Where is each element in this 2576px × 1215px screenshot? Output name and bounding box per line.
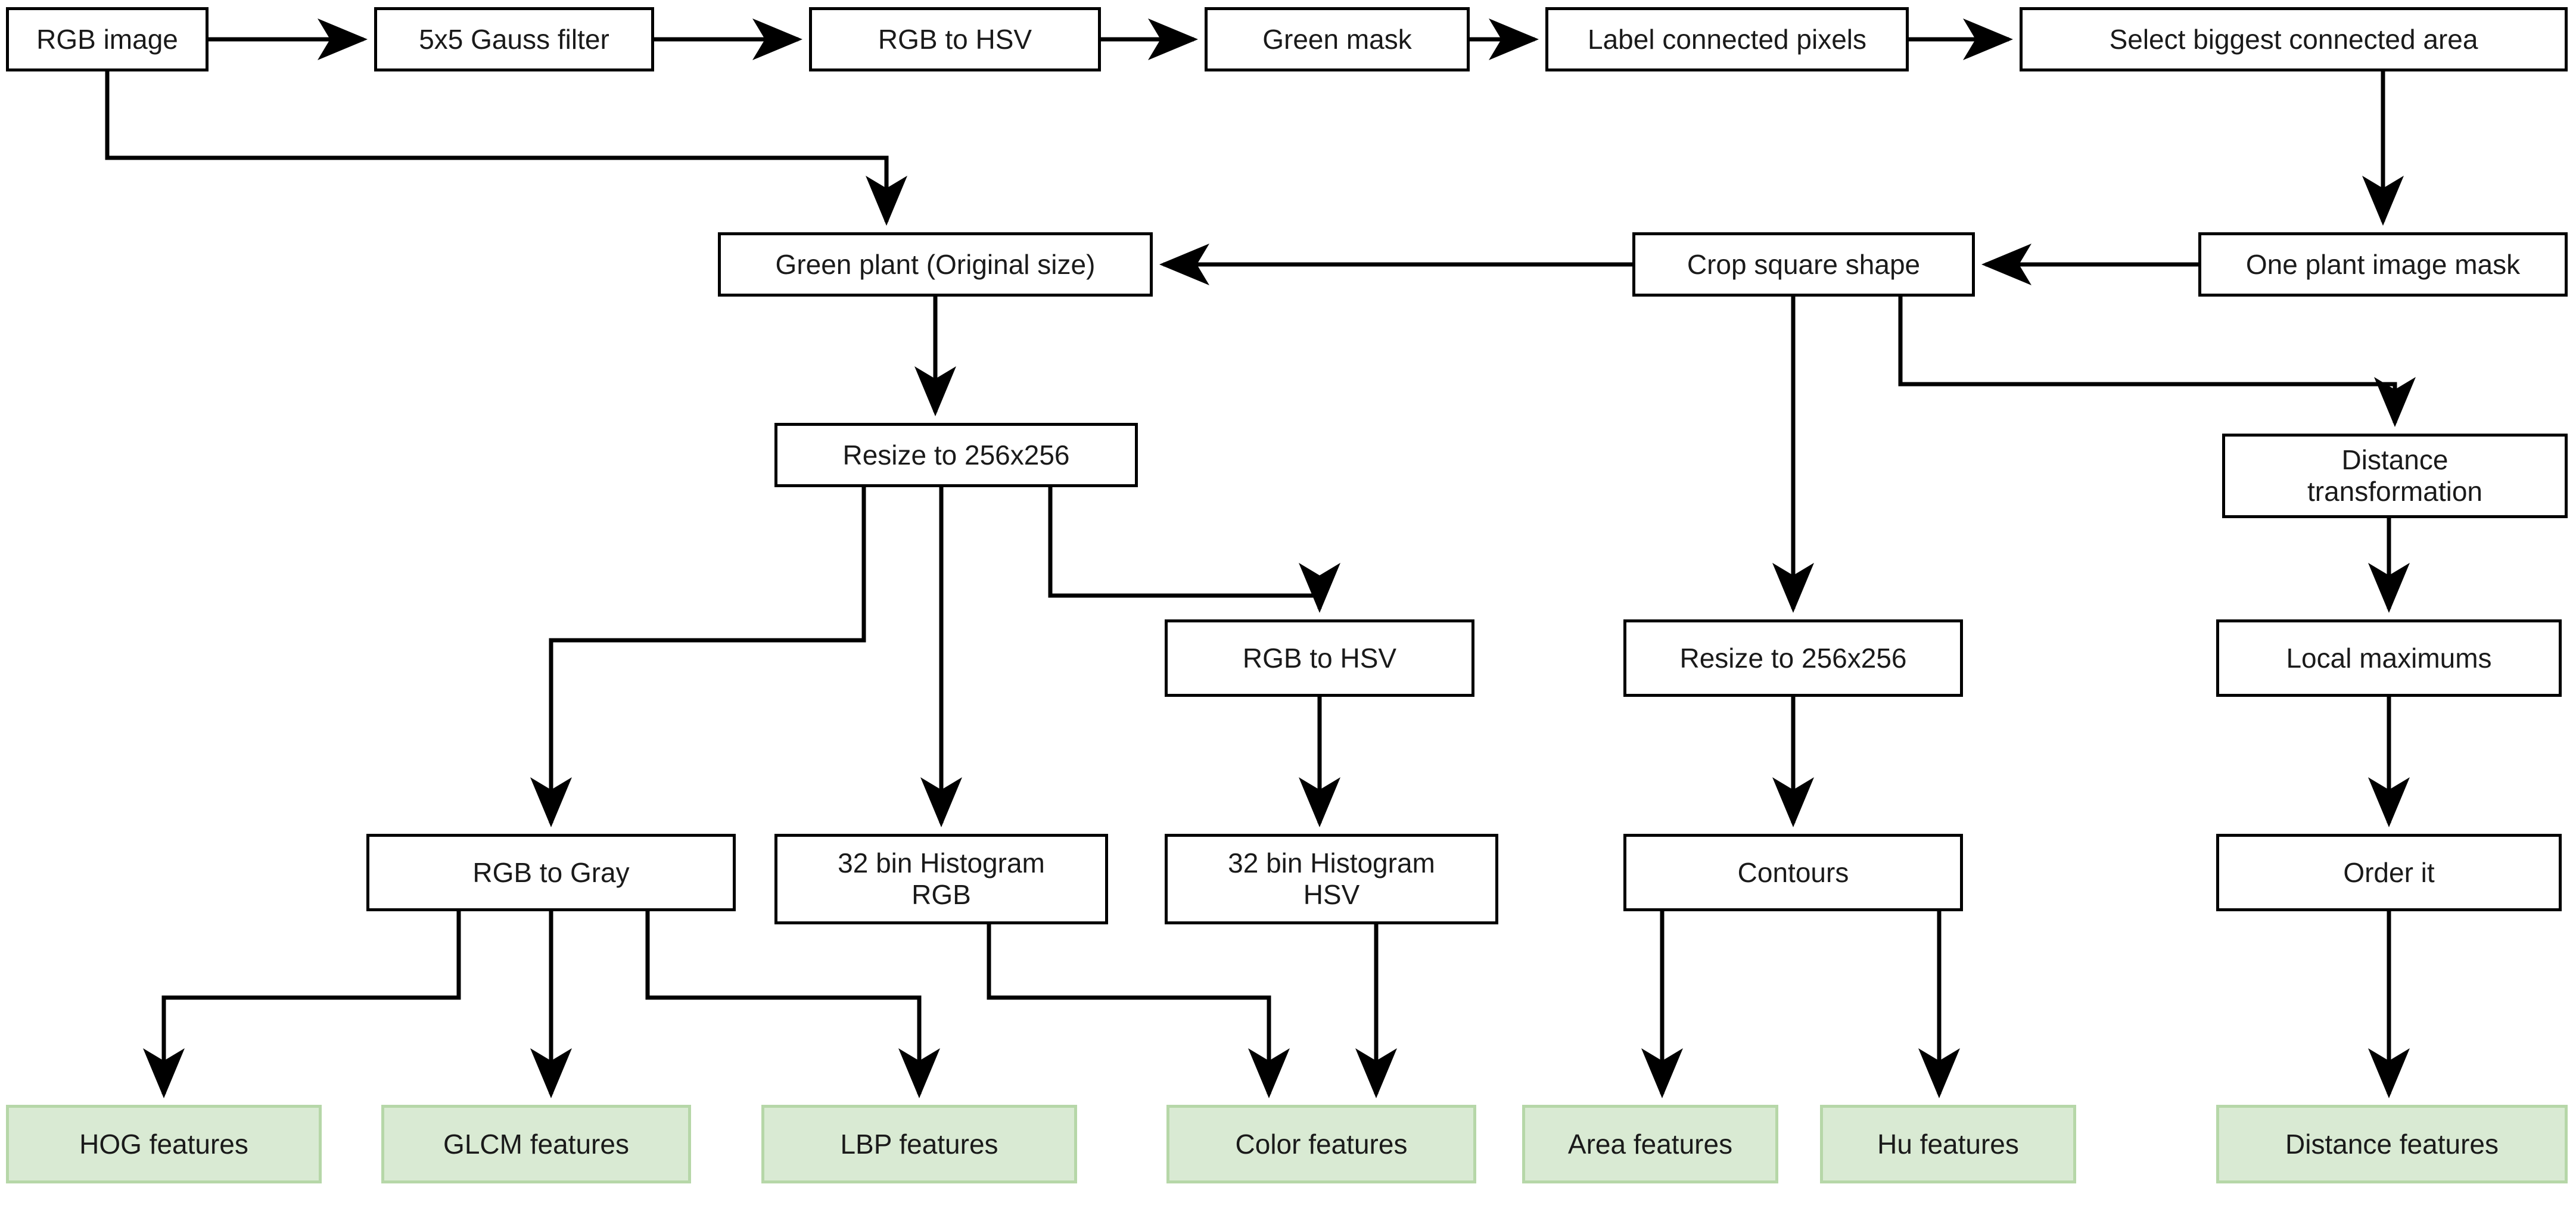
- node-rgb-to-hsv-top[interactable]: RGB to HSV: [809, 7, 1101, 71]
- node-label: RGB to HSV: [878, 23, 1032, 55]
- node-select-biggest-connected-area[interactable]: Select biggest connected area: [2020, 7, 2568, 71]
- node-local-maximums[interactable]: Local maximums: [2216, 619, 2562, 697]
- node-distance-transformation[interactable]: Distance transformation: [2222, 434, 2568, 518]
- node-lbp-features[interactable]: LBP features: [761, 1105, 1077, 1183]
- node-label: Crop square shape: [1687, 248, 1921, 280]
- node-label: RGB to HSV: [1242, 642, 1397, 674]
- node-area-features[interactable]: Area features: [1522, 1105, 1778, 1183]
- node-label: GLCM features: [443, 1128, 629, 1160]
- node-label: Select biggest connected area: [2109, 23, 2478, 55]
- node-rgb-to-hsv-mid[interactable]: RGB to HSV: [1165, 619, 1474, 697]
- node-histogram-hsv[interactable]: 32 bin Histogram HSV: [1165, 834, 1498, 924]
- node-order-it[interactable]: Order it: [2216, 834, 2562, 911]
- node-hu-features[interactable]: Hu features: [1820, 1105, 2076, 1183]
- node-label: Distance features: [2285, 1128, 2499, 1160]
- node-rgb-to-gray[interactable]: RGB to Gray: [366, 834, 736, 911]
- node-label: Distance transformation: [2307, 444, 2482, 507]
- node-label: LBP features: [840, 1128, 998, 1160]
- node-label: Label connected pixels: [1588, 23, 1866, 55]
- node-contours[interactable]: Contours: [1623, 834, 1963, 911]
- node-label: 5x5 Gauss filter: [419, 23, 609, 55]
- node-resize-crop[interactable]: Resize to 256x256: [1623, 619, 1963, 697]
- node-label: Resize to 256x256: [1679, 642, 1907, 674]
- node-label: Color features: [1235, 1128, 1408, 1160]
- node-color-features[interactable]: Color features: [1166, 1105, 1476, 1183]
- node-label-connected-pixels[interactable]: Label connected pixels: [1545, 7, 1909, 71]
- edge-resize-main-to-rgb2gray: [530, 487, 866, 827]
- node-label: One plant image mask: [2245, 248, 2521, 280]
- edge-crop-square-to-distance-transformation: [1898, 297, 2416, 427]
- node-distance-features[interactable]: Distance features: [2216, 1105, 2568, 1183]
- node-label: Resize to 256x256: [842, 439, 1070, 471]
- node-label: Green plant (Original size): [775, 248, 1096, 280]
- edge-rgb2gray-to-hog: [143, 911, 461, 1098]
- node-label: 32 bin Histogram HSV: [1228, 848, 1435, 910]
- node-label: Local maximums: [2286, 642, 2492, 674]
- node-gauss-filter[interactable]: 5x5 Gauss filter: [374, 7, 654, 71]
- node-label: 32 bin Histogram RGB: [838, 848, 1045, 910]
- node-green-plant-original-size[interactable]: Green plant (Original size): [718, 232, 1153, 297]
- node-hog-features[interactable]: HOG features: [6, 1105, 322, 1183]
- node-crop-square-shape[interactable]: Crop square shape: [1632, 232, 1975, 297]
- node-glcm-features[interactable]: GLCM features: [381, 1105, 691, 1183]
- node-one-plant-image-mask[interactable]: One plant image mask: [2198, 232, 2568, 297]
- edge-resize-main-to-rgb2hsv-mid: [1048, 487, 1340, 613]
- node-label: Hu features: [1877, 1128, 2019, 1160]
- node-label: Area features: [1567, 1128, 1733, 1160]
- node-label: HOG features: [79, 1128, 248, 1160]
- edge-rgb2gray-to-lbp: [645, 911, 940, 1098]
- edge-rgb-image-to-green-plant: [105, 71, 907, 226]
- node-label: RGB to Gray: [472, 856, 630, 888]
- node-label: Contours: [1737, 856, 1849, 888]
- edge-hist-rgb-to-color: [987, 924, 1290, 1098]
- node-resize-main[interactable]: Resize to 256x256: [774, 423, 1138, 487]
- node-label: RGB image: [36, 23, 178, 55]
- node-histogram-rgb[interactable]: 32 bin Histogram RGB: [774, 834, 1108, 924]
- node-label: Order it: [2343, 856, 2435, 888]
- node-label: Green mask: [1262, 23, 1412, 55]
- node-rgb-image[interactable]: RGB image: [6, 7, 209, 71]
- node-green-mask[interactable]: Green mask: [1205, 7, 1470, 71]
